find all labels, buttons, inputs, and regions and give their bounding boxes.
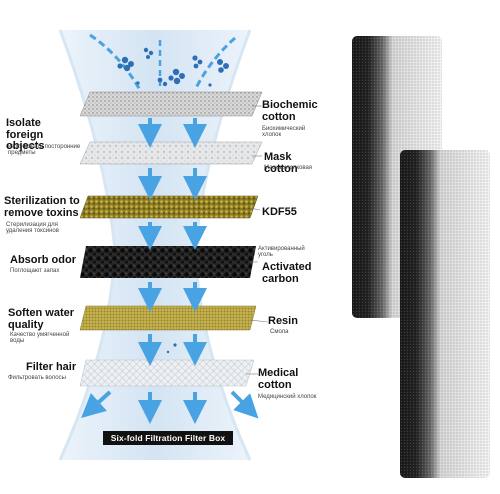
layer-label-ru: Активированный уголь	[258, 246, 305, 259]
filtration-diagram: Isolate foreign objects изолировать пост…	[4, 29, 327, 461]
label-ru: Стерилизация для удаления токсинов	[6, 222, 59, 235]
resin-layer	[79, 305, 257, 331]
flow-arrows	[81, 118, 259, 424]
label-en: Isolate foreign objects	[6, 117, 45, 153]
layer-label-en: Activated carbon	[262, 261, 312, 285]
label-en: Filter hair	[26, 361, 77, 373]
diagram-caption: Six-fold Filtration Filter Box	[103, 431, 233, 445]
foam-sponge-front	[400, 150, 490, 478]
layer-label-ru: Биохимический хлопок	[262, 126, 306, 139]
mask-cotton-layer	[79, 141, 263, 165]
layer-label-en: Biochemical cotton	[262, 99, 327, 123]
medical-cotton-layer	[79, 359, 255, 387]
foam-sponges-graphic	[352, 36, 490, 478]
layer-label-ru: Медицинский хлопок	[258, 394, 317, 400]
kdf55-layer	[79, 195, 259, 219]
layer-label-ru: Смола	[270, 329, 289, 335]
particle-clusters	[117, 47, 229, 354]
label-en: Soften water quality	[8, 307, 75, 331]
label-en: Absorb odor	[10, 254, 76, 266]
product-photo-panel	[318, 0, 500, 489]
layer-label-en: Medical cotton	[258, 367, 299, 391]
filtration-diagram-graphic	[58, 29, 269, 461]
label-ru: Фильтровать волосы	[8, 375, 66, 381]
layer-label-en: Resin	[268, 315, 298, 327]
layer-label-en: Mask cotton	[264, 151, 298, 175]
label-ru: Качество умягченной воды	[10, 332, 70, 345]
label-ru: Поглощают запах	[10, 268, 60, 274]
label-ru: изолировать посторонние предметы	[8, 144, 81, 157]
biochemical-cotton-layer	[79, 91, 263, 117]
layer-label-en: KDF55	[262, 206, 297, 218]
layer-label-ru: Маска хлопковая	[264, 165, 313, 171]
label-en: Sterilization to remove toxins	[4, 195, 80, 219]
activated-carbon-layer	[80, 246, 256, 278]
